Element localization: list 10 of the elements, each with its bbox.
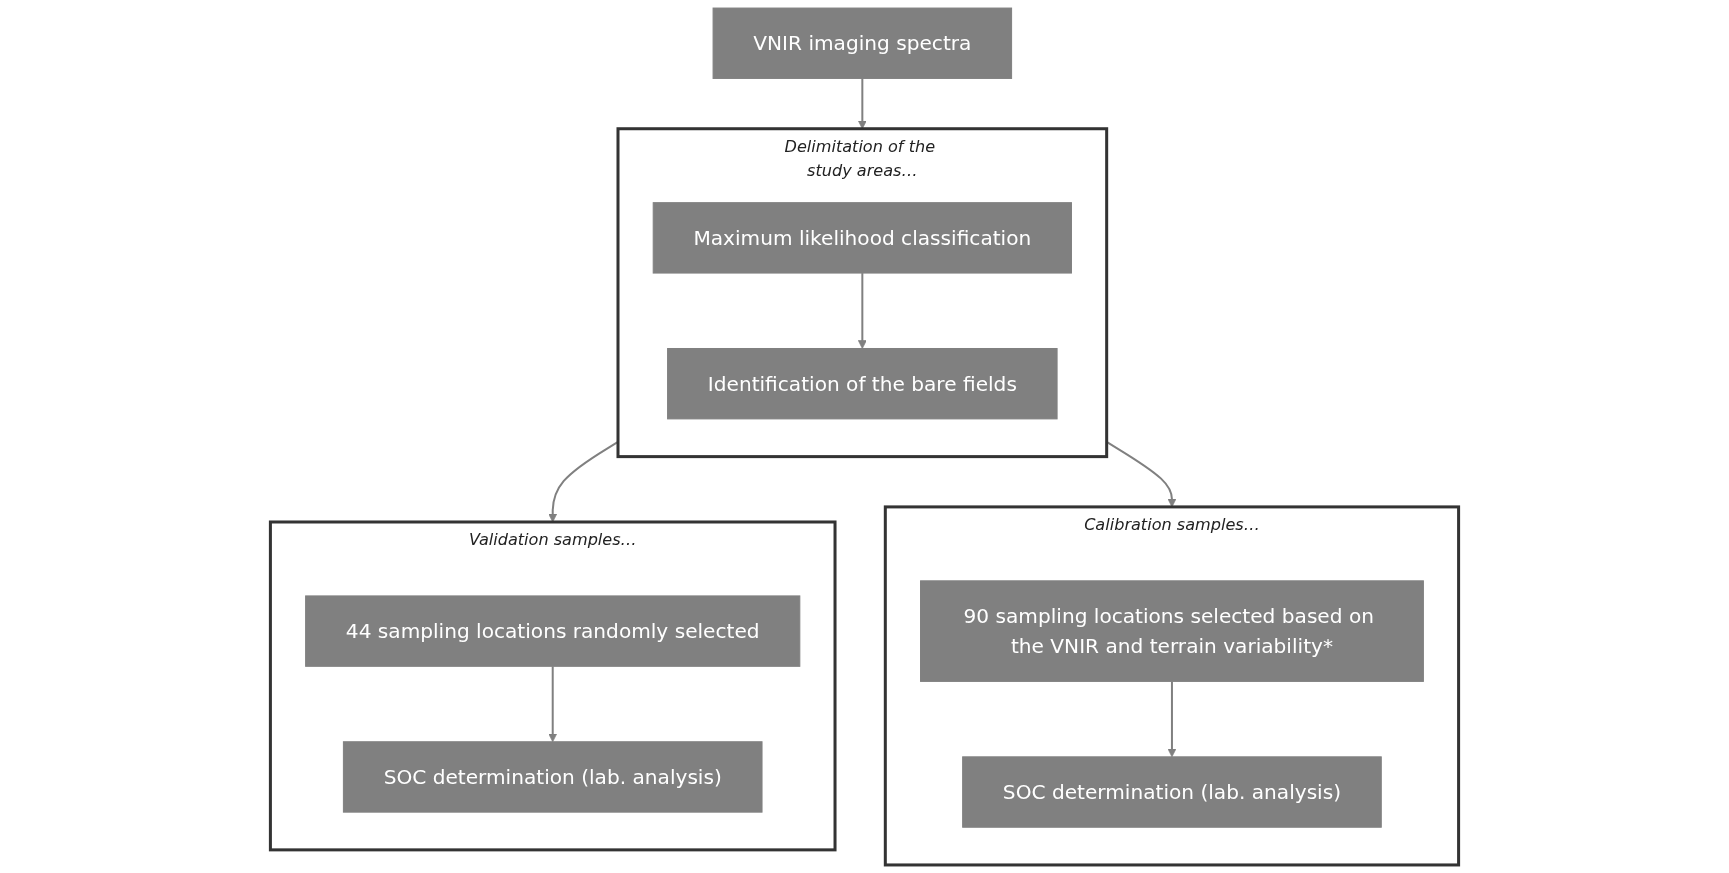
node-box: SOC determination (lab. analysis) <box>962 756 1382 828</box>
arrow <box>548 666 558 743</box>
node-box: Identification of the bare fields <box>667 348 1058 420</box>
node-box: SOC determination (lab. analysis) <box>342 741 763 813</box>
node-box: Maximum likelihood classification <box>652 202 1072 274</box>
arrow <box>857 273 867 349</box>
node-box: 90 sampling locations selected based on the VNIR and terrain variability* <box>920 580 1424 682</box>
node-box: VNIR imaging spectra <box>712 7 1013 79</box>
node-box: 44 sampling locations randomly selected <box>305 595 801 667</box>
arrow <box>1167 681 1177 758</box>
